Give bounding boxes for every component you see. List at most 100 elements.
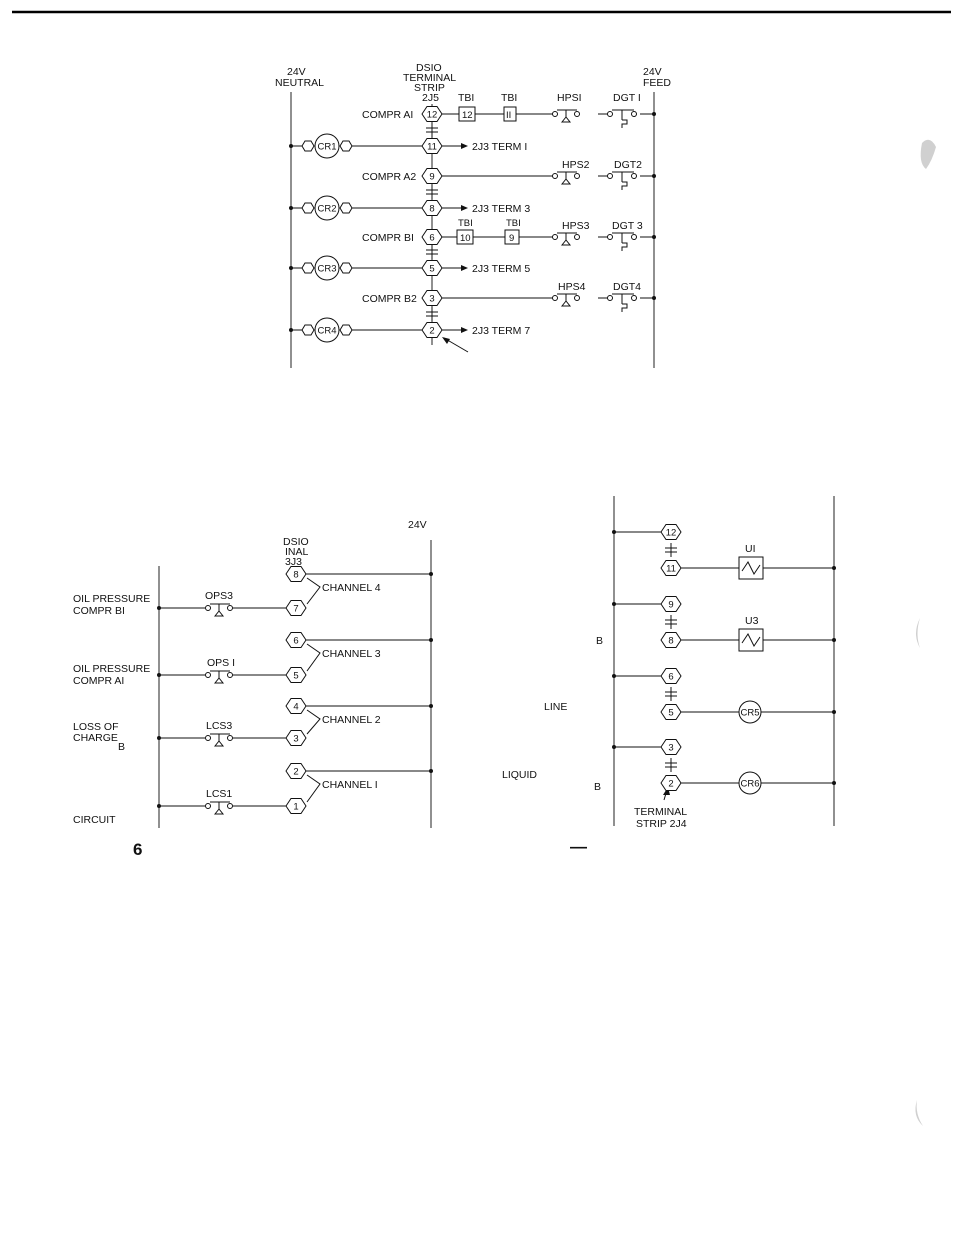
dgt-switch-1 <box>607 109 637 128</box>
strip-terminal-5: 5 <box>421 260 443 276</box>
relay-dest-2: 2J3 TERM 3 <box>472 203 530 215</box>
feed-label-1: 24V <box>643 66 662 78</box>
strip-terminal-6: 6 <box>421 229 443 245</box>
heater-relay-diagram: B LINE LIQUID B TERMINAL STRIP 2J4 — 121… <box>502 496 836 856</box>
dgt-switch-4 <box>607 293 637 312</box>
hps1-label: HPSI <box>557 92 582 104</box>
feed-node <box>652 174 656 178</box>
d2-terminal-4: 4 <box>285 698 307 714</box>
channel-brace <box>306 774 321 803</box>
feed-node <box>652 235 656 239</box>
svg-text:3: 3 <box>293 734 298 745</box>
d2-switch-lcs1 <box>205 801 233 815</box>
svg-text:CR3: CR3 <box>317 264 336 275</box>
neutral-label-1: 24V <box>287 66 306 78</box>
strip-terminal-9: 9 <box>421 168 443 184</box>
d2-strip-label-3: 3J3 <box>285 556 302 568</box>
d2-strip-label-2: INAL <box>285 546 309 558</box>
rung-label-compr-a1: COMPR AI <box>362 109 413 121</box>
d2-terminal-6: 6 <box>285 632 307 648</box>
svg-text:CR1: CR1 <box>317 142 336 153</box>
dgt1-label: DGT I <box>613 92 641 104</box>
dgt2-label: DGT2 <box>614 159 642 171</box>
d2-strip-label-1: DSIO <box>283 536 309 548</box>
neutral-label-2: NEUTRAL <box>275 77 324 89</box>
svg-text:3: 3 <box>429 294 434 305</box>
feed-node <box>652 296 656 300</box>
heater-ui: UI <box>738 543 764 580</box>
scan-smudge-1 <box>920 139 936 169</box>
svg-text:9: 9 <box>429 172 434 183</box>
svg-text:6: 6 <box>668 672 673 683</box>
strip-label-4: 2J5 <box>422 92 439 104</box>
d3-caption-fragment: — <box>570 837 587 856</box>
d3-right-node <box>832 710 836 714</box>
feed-node <box>652 112 656 116</box>
d2-switch-opsi <box>205 670 233 684</box>
strip-label-3: STRIP <box>414 82 445 94</box>
strip-terminal-2: 2 <box>421 322 443 338</box>
tb2-label: TBI <box>501 92 517 104</box>
svg-text:1: 1 <box>293 802 298 813</box>
d3-terminal-6: 6 <box>660 668 682 684</box>
scan-smudge-2 <box>916 618 920 648</box>
d2-voltage-label: 24V <box>408 519 427 531</box>
channel-label: CHANNEL 2 <box>322 714 381 726</box>
d2-switch-lcs3 <box>205 733 233 747</box>
rung-label-compr-a2: COMPR A2 <box>362 171 416 183</box>
hps2-label: HPS2 <box>562 159 590 171</box>
tb3-label: TBI <box>458 218 473 229</box>
d2-rail-node <box>429 704 433 708</box>
svg-text:9: 9 <box>668 600 673 611</box>
d3-terminal-9: 9 <box>660 596 682 612</box>
strip-terminal-8: 8 <box>421 200 443 216</box>
svg-text:6: 6 <box>293 636 298 647</box>
hps4-label: HPS4 <box>558 281 586 293</box>
svg-text:UI: UI <box>745 543 756 555</box>
d2-switch-ops3 <box>205 603 233 617</box>
d2-left-label: B <box>118 741 125 753</box>
strip-label-2: TERMINAL <box>403 72 456 84</box>
dgt-switch-2 <box>607 171 637 190</box>
d2-left-label: CIRCUIT <box>73 814 116 826</box>
strip-terminal-12: 12 <box>421 106 443 122</box>
svg-text:CR5: CR5 <box>740 708 759 719</box>
d2-switch-label: OPS3 <box>205 590 233 602</box>
dgt-switch-3 <box>607 232 637 251</box>
d2-terminal-8: 8 <box>285 566 307 582</box>
heater-u3: U3 <box>738 615 764 652</box>
d2-terminal-7: 7 <box>285 600 307 616</box>
svg-text:CR6: CR6 <box>740 779 759 790</box>
d2-left-label: OIL PRESSURE <box>73 593 150 605</box>
relay-coil-cr2: CR2 <box>301 195 353 221</box>
svg-text:8: 8 <box>429 204 434 215</box>
relay-coil-cr6: CR6 <box>738 771 762 795</box>
neutral-node <box>289 266 293 270</box>
svg-text:U3: U3 <box>745 615 759 627</box>
d3-left-label-b-1: B <box>596 635 603 647</box>
d2-left-label: COMPR BI <box>73 605 125 617</box>
arrow-head <box>461 327 468 333</box>
d2-switch-label: OPS I <box>207 657 235 669</box>
tb2-terminal-number: II <box>506 110 511 121</box>
d2-left-label: COMPR AI <box>73 675 124 687</box>
svg-text:11: 11 <box>666 564 676 575</box>
arrow-head <box>461 143 468 149</box>
neutral-node <box>289 328 293 332</box>
hps-switch-3 <box>552 232 580 246</box>
svg-text:8: 8 <box>668 636 673 647</box>
svg-text:12: 12 <box>666 528 677 539</box>
svg-text:7: 7 <box>293 604 298 615</box>
channel-brace <box>306 577 321 605</box>
d2-rail-node <box>429 769 433 773</box>
d3-terminal-11: 11 <box>660 560 682 576</box>
hps-switch-1 <box>552 109 580 123</box>
d3-left-label-b-2: B <box>594 781 601 793</box>
compressor-safety-diagram: 24V NEUTRAL DSIO TERMINAL STRIP 2J5 24V … <box>275 62 671 368</box>
neutral-node <box>289 206 293 210</box>
svg-text:12: 12 <box>427 110 438 121</box>
svg-text:2: 2 <box>293 767 298 778</box>
arrow-head <box>461 265 468 271</box>
tb4-label: TBI <box>506 218 521 229</box>
